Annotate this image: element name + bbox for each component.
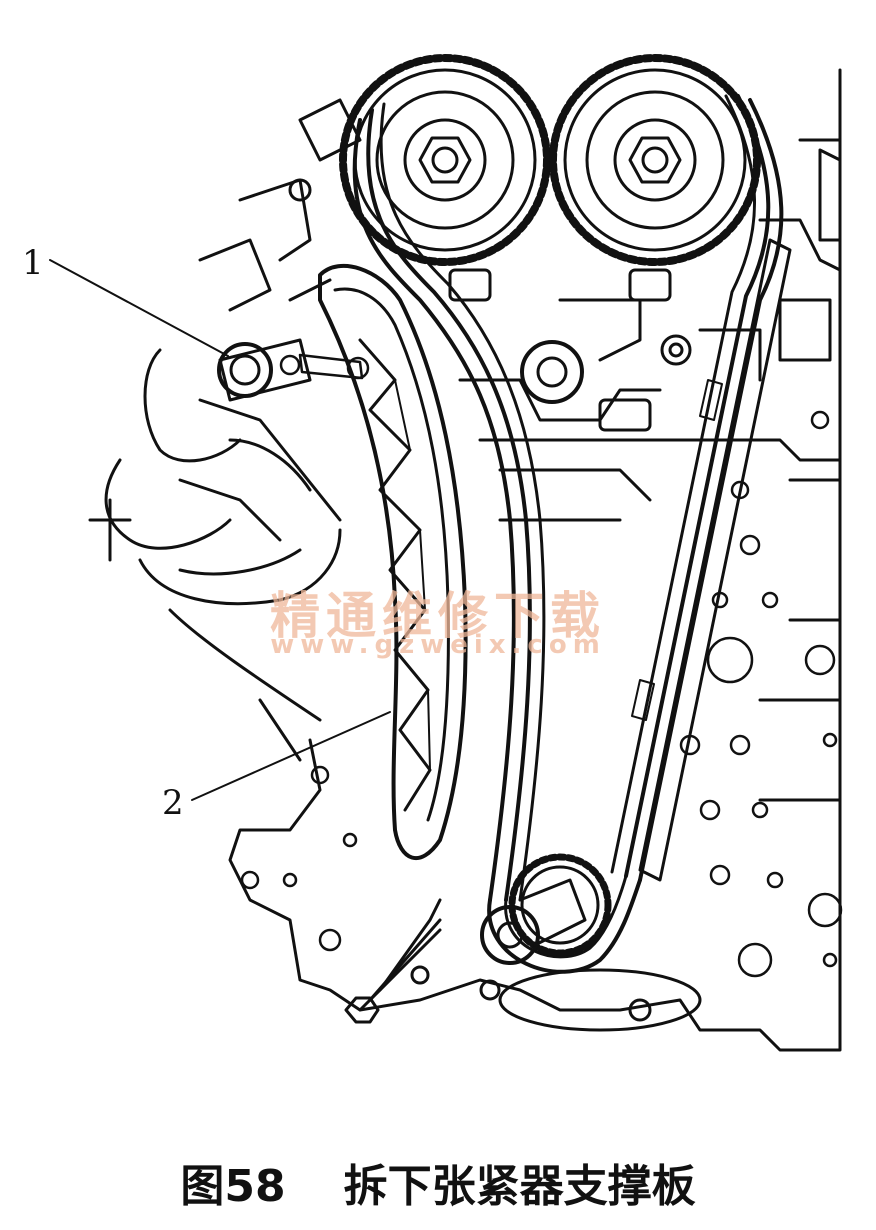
timing-chain bbox=[352, 94, 784, 974]
figure-title: 拆下张紧器支撑板 bbox=[343, 1161, 696, 1212]
idler-pulley bbox=[520, 340, 584, 404]
engine-block bbox=[228, 68, 842, 1052]
callout-label-2: 2 bbox=[162, 783, 184, 823]
tensioner-bolt bbox=[217, 338, 370, 402]
chain-guide-icon bbox=[631, 238, 792, 882]
figure-caption: 图58 拆下张紧器支撑板 bbox=[0, 1150, 876, 1214]
callout-label-1: 1 bbox=[22, 243, 44, 283]
intake-cam-sprocket bbox=[339, 54, 551, 266]
lower-bolts bbox=[344, 898, 652, 1024]
crankshaft-sprocket bbox=[480, 853, 702, 1032]
leader-line-1 bbox=[49, 259, 229, 357]
leader-line-2 bbox=[191, 711, 391, 801]
left-components bbox=[88, 98, 362, 762]
bolt-icon bbox=[418, 136, 472, 184]
figure-number: 图58 bbox=[180, 1161, 286, 1212]
block-holes bbox=[240, 410, 843, 978]
tensioner-support-plate-icon bbox=[318, 264, 468, 861]
exhaust-cam-sprocket bbox=[549, 54, 761, 266]
bolt-icon bbox=[628, 136, 682, 184]
